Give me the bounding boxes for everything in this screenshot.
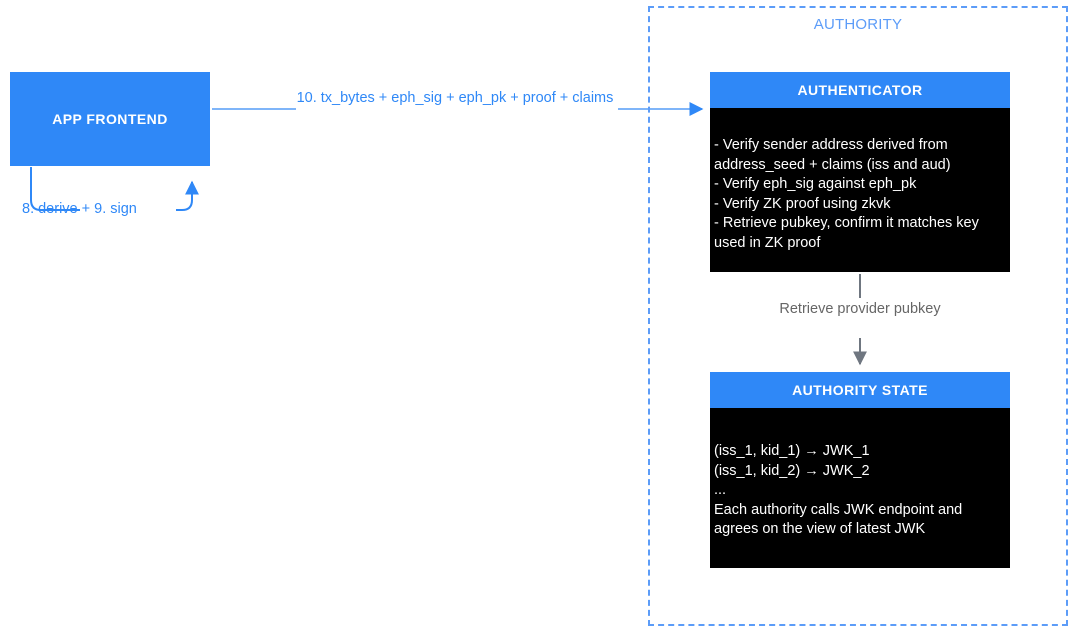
node-authenticator-body: - Verify sender address derived from add…: [710, 108, 1010, 272]
authority-zone: [648, 6, 1068, 626]
node-app-frontend[interactable]: APP FRONTEND: [10, 72, 210, 166]
node-app-frontend-label: APP FRONTEND: [52, 111, 168, 127]
node-authority-state-body: (iss_1, kid_1) → JWK_1 (iss_1, kid_2) → …: [710, 408, 1010, 568]
node-authenticator-header: AUTHENTICATOR: [710, 72, 1010, 108]
node-authenticator[interactable]: AUTHENTICATOR - Verify sender address de…: [710, 72, 1010, 272]
edge-label-frontend-self-loop: 8. derive + 9. sign: [22, 201, 137, 217]
node-authority-state[interactable]: AUTHORITY STATE (iss_1, kid_1) → JWK_1 (…: [710, 372, 1010, 568]
edge-frontend-self-loop-return: [176, 180, 199, 211]
node-authority-state-header: AUTHORITY STATE: [710, 372, 1010, 408]
edge-label-authenticator-to-state: Retrieve provider pubkey: [779, 301, 941, 317]
edge-label-frontend-to-authenticator: 10. tx_bytes + eph_sig + eph_pk + proof …: [296, 90, 614, 106]
edge-frontend-self-loop: [30, 167, 80, 211]
authority-zone-title: AUTHORITY: [813, 16, 903, 33]
